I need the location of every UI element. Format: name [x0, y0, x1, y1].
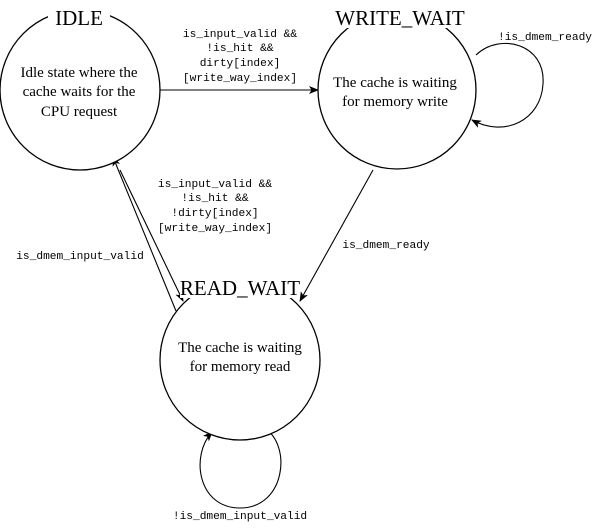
- state-read-wait-desc-line-2: for memory read: [190, 359, 291, 375]
- state-write-wait-desc-line-1: The cache is waiting: [333, 75, 457, 91]
- label-idle-to-write-wait-line-2: !is_hit &&: [206, 43, 273, 55]
- state-read-wait: READ_WAIT The cache is waiting for memor…: [159, 276, 321, 441]
- edge-read-wait-to-idle: [112, 156, 177, 312]
- label-read-wait-to-idle: is_dmem_input_valid: [10, 249, 150, 263]
- state-write-wait-title: WRITE_WAIT: [335, 6, 465, 30]
- label-read-wait-self-loop: !is_dmem_input_valid: [173, 511, 307, 523]
- edge-idle-to-read-wait: [119, 169, 184, 302]
- label-idle-to-read-wait-line-1: is_input_valid &&: [158, 179, 272, 191]
- state-idle-desc-line-1: Idle state where the: [20, 65, 137, 81]
- state-idle-title: IDLE: [55, 6, 103, 30]
- label-idle-to-write-wait-line-3: dirty[index]: [200, 58, 281, 70]
- state-write-wait-desc-line-2: for memory write: [342, 94, 448, 110]
- label-read-wait-to-idle-text: is_dmem_input_valid: [16, 251, 144, 263]
- label-idle-to-write-wait-line-4: [write_way_index]: [183, 73, 297, 85]
- label-write-wait-to-read-wait-text: is_dmem_ready: [342, 240, 430, 252]
- state-idle-desc-line-2: cache waits for the: [23, 84, 136, 100]
- label-write-wait-self-loop: !is_dmem_ready: [498, 32, 592, 44]
- state-read-wait-desc-line-1: The cache is waiting: [178, 340, 302, 356]
- label-idle-to-read-wait-line-2: !is_hit &&: [181, 193, 248, 205]
- label-idle-to-write-wait-line-1: is_input_valid &&: [183, 29, 297, 41]
- label-idle-to-read-wait: is_input_valid && !is_hit && !dirty[inde…: [152, 176, 278, 235]
- edge-write-wait-to-read-wait: [299, 169, 374, 302]
- edge-read-wait-self-loop: [199, 427, 282, 509]
- label-idle-to-write-wait: is_input_valid && !is_hit && dirty[index…: [176, 26, 302, 85]
- label-idle-to-read-wait-line-3: !dirty[index]: [171, 208, 258, 220]
- state-idle-desc-line-3: CPU request: [41, 104, 118, 120]
- state-read-wait-title: READ_WAIT: [180, 276, 300, 300]
- label-idle-to-read-wait-line-4: [write_way_index]: [158, 223, 272, 235]
- edge-write-wait-self-loop: [471, 42, 544, 128]
- state-write-wait: WRITE_WAIT The cache is waiting for memo…: [317, 6, 477, 170]
- state-idle: IDLE Idle state where the cache waits fo…: [0, 6, 161, 171]
- label-write-wait-to-read-wait: is_dmem_ready: [336, 238, 436, 252]
